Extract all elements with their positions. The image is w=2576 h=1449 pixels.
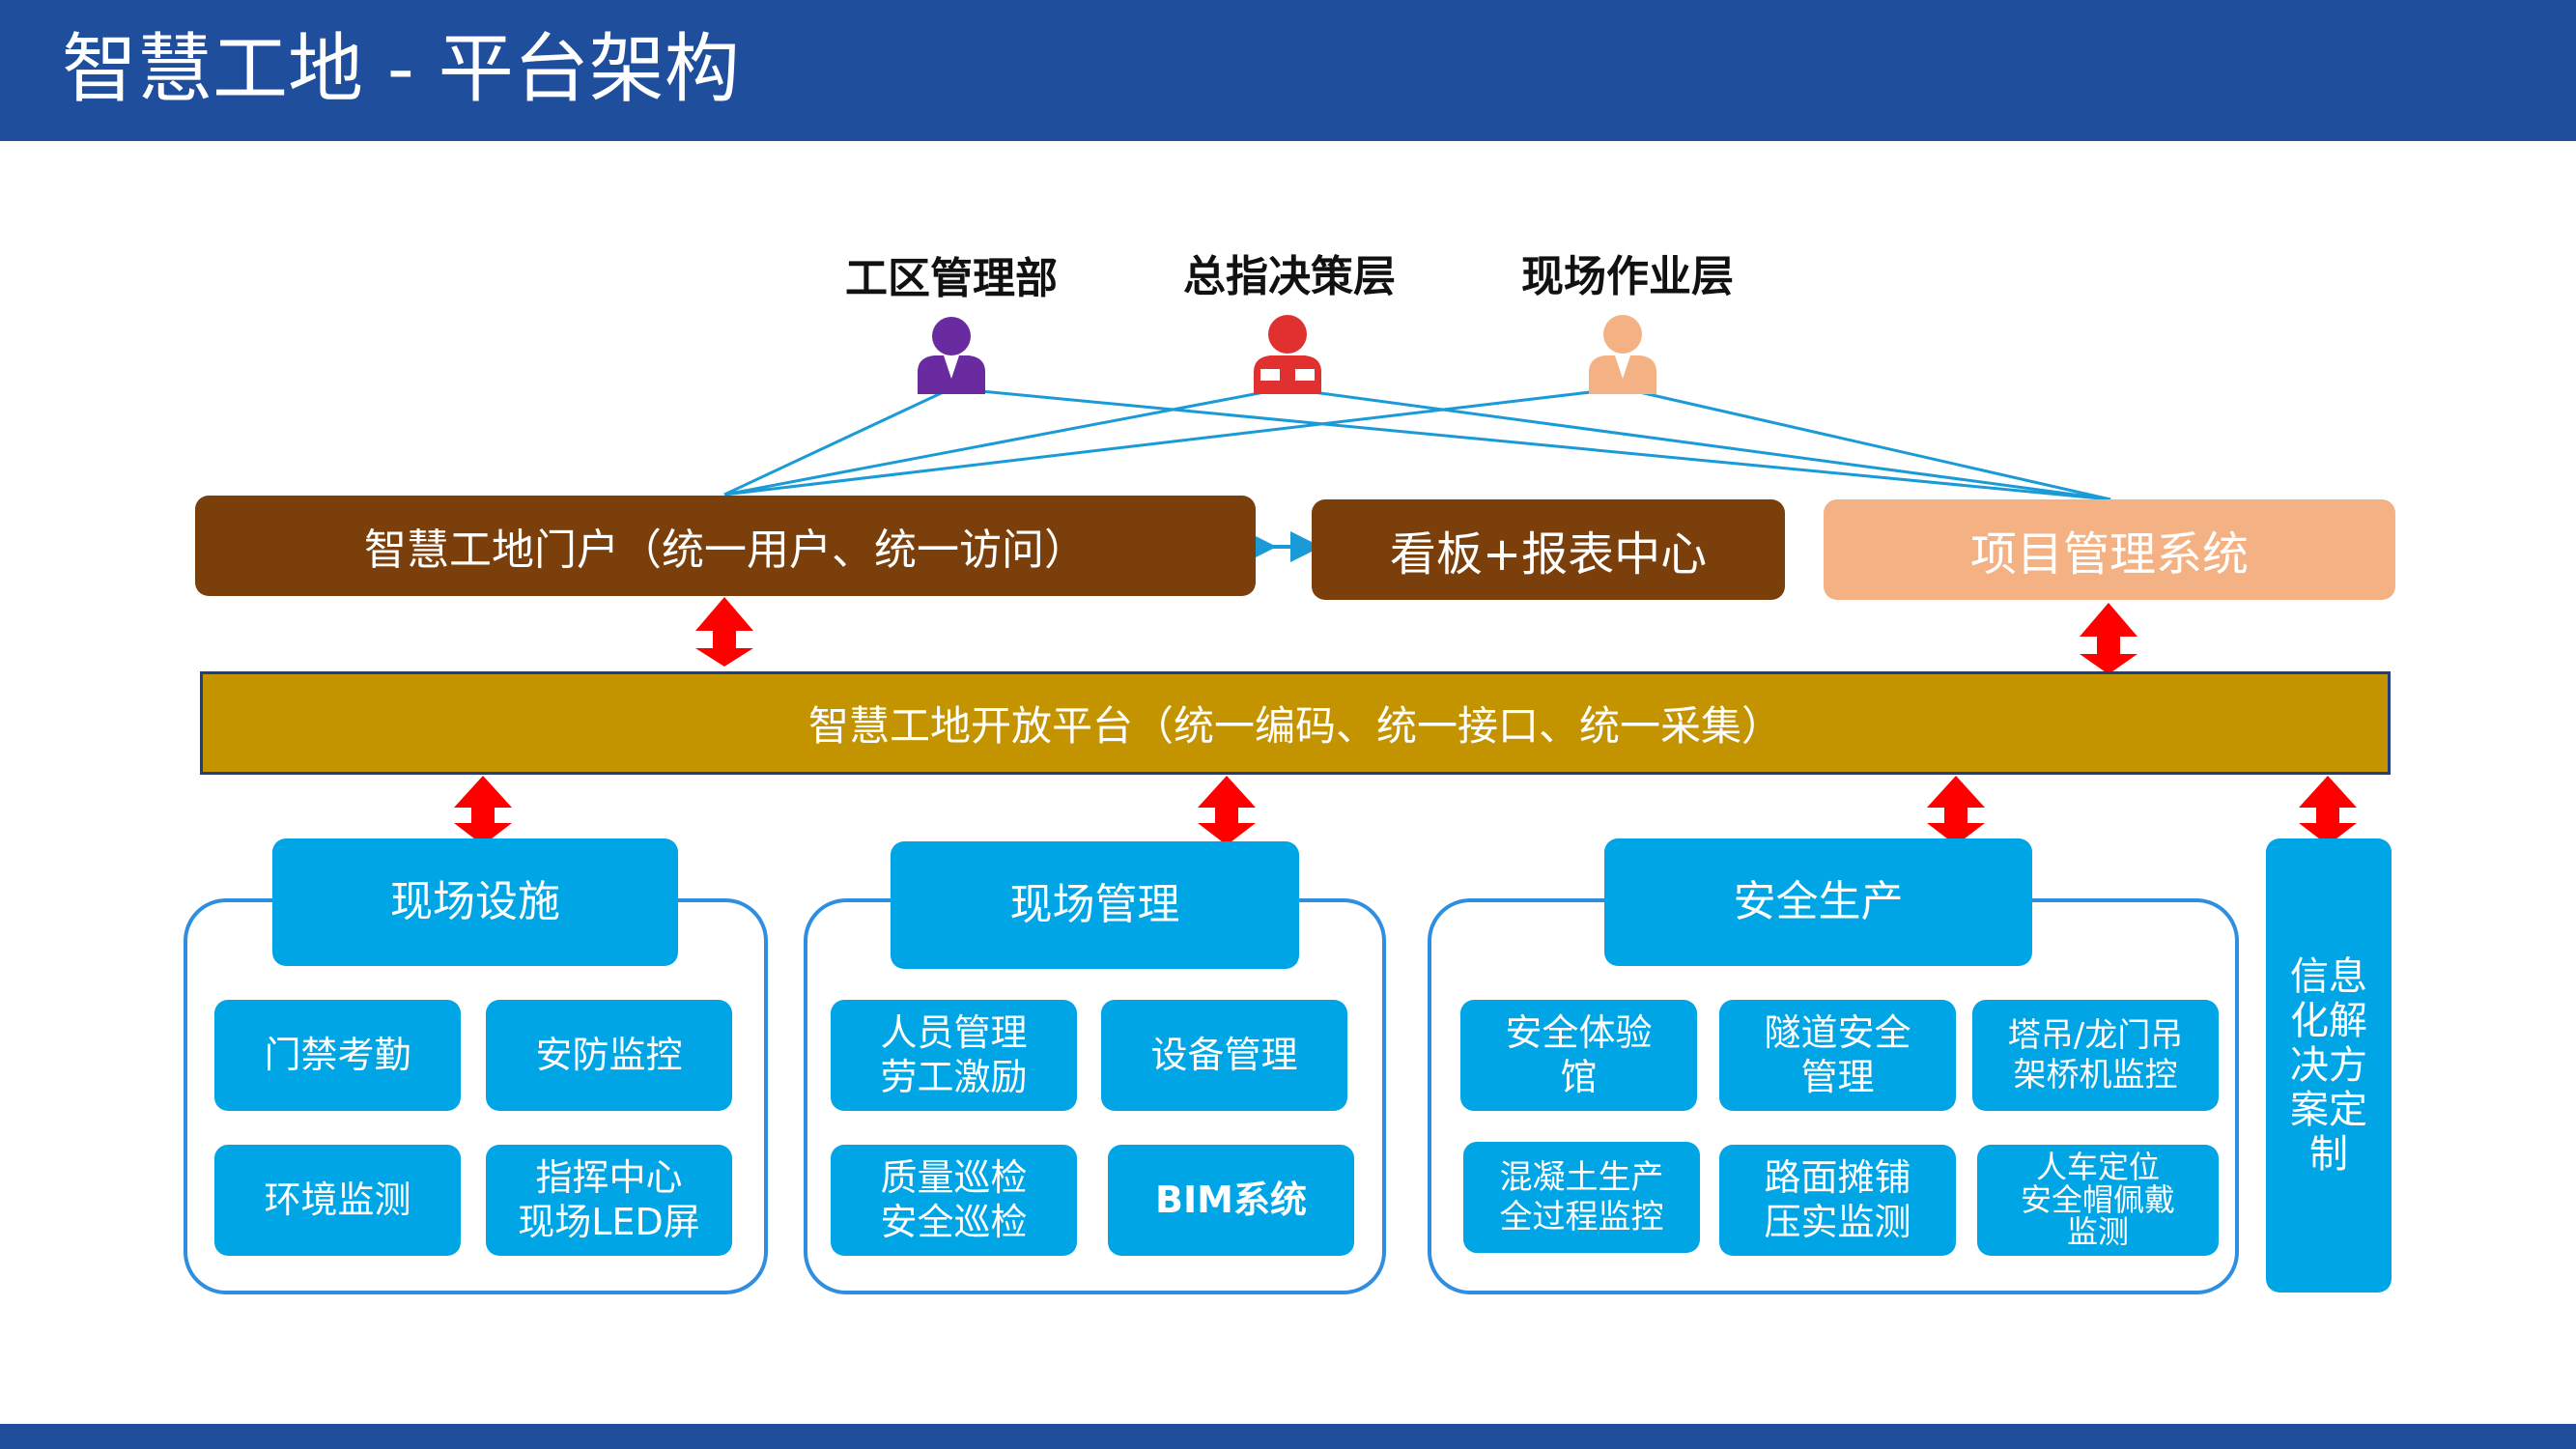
module-box: 安防监控 — [486, 1000, 732, 1111]
module-box: 指挥中心 现场LED屏 — [486, 1145, 732, 1256]
double-arrow — [695, 597, 753, 667]
module-box: 质量巡检 安全巡检 — [831, 1145, 1077, 1256]
double-arrow — [454, 776, 512, 845]
module-box: 环境监测 — [214, 1145, 461, 1256]
group-title: 现场设施 — [272, 838, 678, 966]
solution-custom-box: 信息 化解 决方 案定 制 — [2266, 838, 2392, 1293]
double-arrows — [454, 597, 2357, 845]
connector-line — [723, 386, 952, 497]
double-arrow — [2299, 776, 2357, 845]
project-system-box: 项目管理系统 — [1824, 499, 2395, 600]
connector-line — [950, 386, 2111, 501]
page-title: 智慧工地 - 平台架构 — [62, 26, 740, 113]
group-title: 现场管理 — [891, 841, 1299, 969]
module-box: BIM系统 — [1108, 1145, 1354, 1256]
module-box: 路面摊铺 压实监测 — [1719, 1145, 1956, 1256]
open-platform-bar: 智慧工地开放平台（统一编码、统一接口、统一采集） — [200, 671, 2391, 775]
connector-line — [1622, 386, 2111, 501]
footer-bar — [0, 1424, 2576, 1449]
module-box: 安全体验 馆 — [1460, 1000, 1697, 1111]
module-box: 隧道安全 管理 — [1719, 1000, 1956, 1111]
portal-box: 智慧工地门户（统一用户、统一访问） — [195, 496, 1256, 596]
group-title: 安全生产 — [1604, 838, 2032, 966]
module-box: 混凝土生产 全过程监控 — [1463, 1142, 1700, 1253]
title-bar: 智慧工地 - 平台架构 — [0, 0, 2576, 141]
double-arrow — [1198, 776, 1256, 845]
connector-line — [1284, 386, 2111, 501]
module-box: 塔吊/龙门吊 架桥机监控 — [1972, 1000, 2219, 1111]
role-label: 总指决策层 — [1183, 252, 1396, 301]
connector-line — [723, 386, 1286, 497]
module-box: 设备管理 — [1101, 1000, 1347, 1111]
role-label: 现场作业层 — [1521, 252, 1734, 301]
connector-line — [723, 386, 1624, 497]
module-box: 人员管理 劳工激励 — [831, 1000, 1077, 1111]
role-label: 工区管理部 — [845, 254, 1058, 303]
module-box: 门禁考勤 — [214, 1000, 461, 1111]
double-arrow — [2080, 603, 2137, 674]
double-arrow — [1927, 776, 1985, 845]
module-box: 人车定位 安全帽佩戴 监测 — [1977, 1145, 2219, 1256]
dashboard-box: 看板+报表中心 — [1312, 499, 1785, 600]
